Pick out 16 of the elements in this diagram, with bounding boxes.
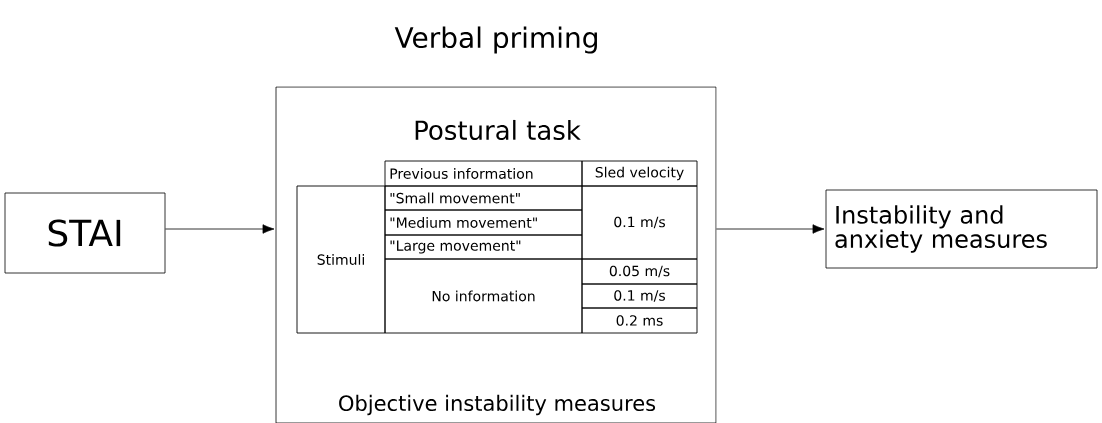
table-cell: "Small movement"	[384, 185, 583, 211]
arrow	[165, 224, 275, 234]
table-cell: No information	[384, 258, 583, 334]
table-cell: Stimuli	[296, 185, 386, 334]
table-cell: 0.1 m/s	[581, 283, 698, 309]
diagram-title: Verbal priming	[394, 26, 597, 54]
process-box: Instability and anxiety measures	[825, 189, 1098, 269]
table-cell: "Medium movement"	[384, 209, 583, 236]
table-cell: 0.1 m/s	[581, 185, 698, 260]
arrow	[716, 224, 825, 234]
table-cell: 0.05 m/s	[581, 258, 698, 285]
table-cell: 0.2 ms	[581, 307, 698, 334]
process-box: STAI	[4, 192, 166, 274]
table-cell: "Large movement"	[384, 234, 583, 260]
table-cell: Sled velocity	[581, 160, 698, 187]
table-cell: Previous information	[384, 160, 583, 187]
